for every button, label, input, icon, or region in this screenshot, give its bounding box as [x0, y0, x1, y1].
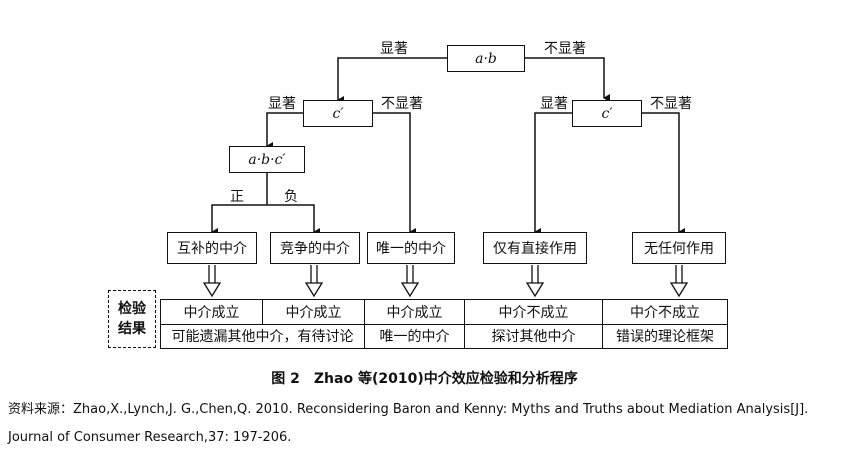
edge-c-right-to-none: [642, 112, 685, 236]
edge-c-right-to-direct: [534, 112, 572, 236]
edge-c-left-to-unique: [373, 112, 416, 236]
outcome-no-effect: 无任何作用: [632, 232, 726, 264]
outcome-unique: 唯一的中介: [367, 232, 455, 264]
double-arrow-4: [525, 265, 545, 298]
result-cell: 中介成立: [262, 299, 365, 325]
result-cell: 探讨其他中介: [464, 323, 603, 349]
edge-abc-to-complementary: [211, 204, 267, 236]
double-arrows: [202, 265, 689, 298]
edge-c-left-to-abc: [266, 112, 303, 150]
result-cell: 中介不成立: [602, 299, 728, 325]
result-cell: 中介成立: [160, 299, 263, 325]
result-cell-merged: 可能遗漏其他中介，有待讨论: [160, 323, 365, 349]
label-top-significant: 显著: [380, 41, 408, 57]
outcome-direct-only: 仅有直接作用: [483, 232, 587, 264]
node-c-right: c′: [572, 100, 642, 127]
node-ab: a·b: [447, 45, 525, 72]
node-c-left: c′: [303, 100, 373, 127]
label-right-nonsignificant: 不显著: [650, 96, 692, 112]
edge-ab-to-c-left: [337, 57, 447, 104]
label-positive: 正: [230, 189, 244, 205]
label-left-nonsignificant: 不显著: [381, 96, 423, 112]
results-row-2: 可能遗漏其他中介，有待讨论 唯一的中介 探讨其他中介 错误的理论框架: [160, 323, 728, 349]
outcome-competitive: 竞争的中介: [270, 232, 360, 264]
result-cell: 中介不成立: [464, 299, 603, 325]
double-arrow-2: [304, 265, 324, 298]
label-left-significant: 显著: [268, 96, 296, 112]
double-arrow-5: [669, 265, 689, 298]
result-label-box: 检验结果: [108, 290, 156, 348]
edge-abc-to-competitive: [267, 204, 320, 236]
results-table: 中介成立 中介成立 中介成立 中介不成立 中介不成立 可能遗漏其他中介，有待讨论…: [160, 299, 728, 349]
results-row-1: 中介成立 中介成立 中介成立 中介不成立 中介不成立: [160, 299, 728, 325]
outcome-complementary: 互补的中介: [167, 232, 257, 264]
edge-ab-to-c-right: [525, 57, 610, 102]
source-note: 资料来源：Zhao,X.,Lynch,J. G.,Chen,Q. 2010. R…: [8, 402, 809, 445]
double-arrow-3: [400, 265, 420, 298]
result-cell: 唯一的中介: [364, 323, 465, 349]
node-abc: a·b·c′: [229, 146, 305, 173]
figure-caption: 图 2 Zhao 等(2010)中介效应检验和分析程序: [271, 371, 578, 387]
label-right-significant: 显著: [540, 96, 568, 112]
result-label: 检验结果: [118, 301, 146, 337]
result-cell: 错误的理论框架: [602, 323, 728, 349]
double-arrow-1: [202, 265, 222, 298]
label-negative: 负: [284, 189, 298, 205]
result-cell: 中介成立: [364, 299, 465, 325]
label-top-nonsignificant: 不显著: [544, 41, 586, 57]
